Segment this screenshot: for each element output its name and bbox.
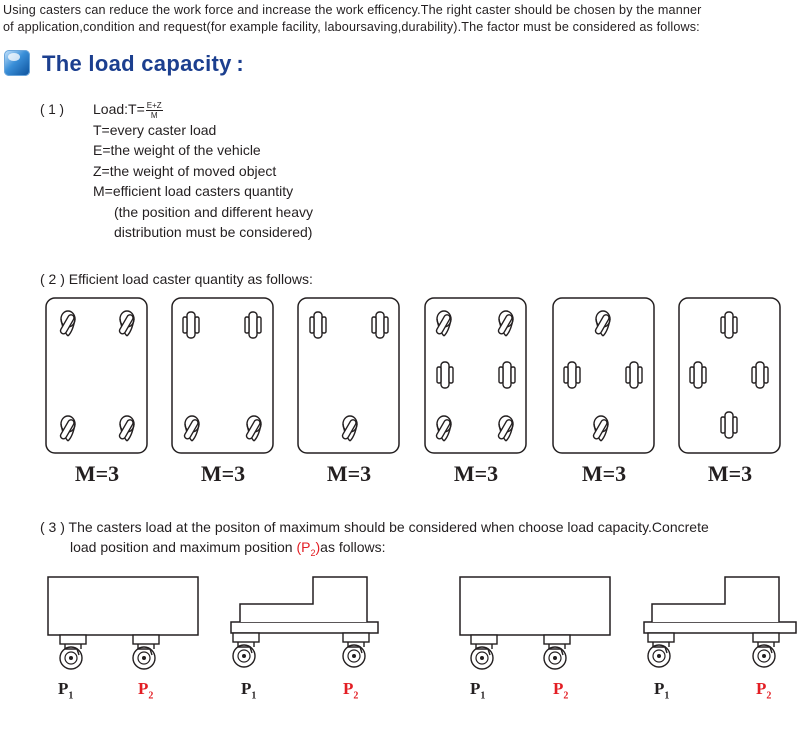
section-3-line-2-prefix: load position and maximum position: [70, 539, 293, 555]
diagram-6-diamond-fixed: [678, 297, 781, 454]
p2-highlight: (P2): [296, 539, 321, 558]
diagram-2-fixed-and-swivel: [171, 297, 274, 454]
diagram-5-label: M=3: [581, 461, 627, 486]
diagram-2-label: M=3: [200, 461, 246, 486]
section-3-text: ( 3 ) The casters load at the positon of…: [40, 517, 709, 563]
definition-t: T=every caster load: [93, 121, 217, 138]
diagram-4-six-casters: [424, 297, 527, 454]
section-1-number: ( 1 ): [40, 102, 65, 117]
cart-4-p1-label: P1: [654, 679, 670, 702]
formula-prefix: Load:T=: [93, 101, 145, 117]
diagram-3-label: M=3: [326, 461, 372, 486]
definition-e: E=the weight of the vehicle: [93, 142, 261, 158]
intro-paragraph: Using casters can reduce the work force …: [3, 2, 702, 36]
cart-4-p2-label: P2: [756, 679, 772, 702]
p2-close: ): [315, 539, 321, 555]
section-3-line-2: load position and maximum position (P2)a…: [40, 537, 709, 563]
diagram-4-label: M=3: [453, 461, 499, 486]
cart-1-p2-label: P2: [138, 679, 154, 702]
cart-1-plain-box: [47, 576, 199, 670]
diagram-3-two-fixed-one-swivel: [297, 297, 400, 454]
diagram-6-label: M=3: [707, 461, 753, 486]
cart-1-p1-label: P1: [58, 679, 74, 702]
p2-text: (P: [296, 539, 311, 555]
formula-numerator: E+Z: [145, 100, 163, 111]
section-3-line-2-suffix: as follows:: [320, 539, 386, 555]
cart-2-stepped-load: [230, 576, 379, 668]
intro-line-1: Using casters can reduce the work force …: [3, 3, 702, 17]
section-2-title: ( 2 ) Efficient load caster quantity as …: [40, 271, 313, 287]
cart-3-p1-label: P1: [470, 679, 486, 702]
blue-square-bullet-icon: [4, 50, 30, 76]
cart-2-p2-label: P2: [343, 679, 359, 702]
cart-3-p2-label: P2: [553, 679, 569, 702]
definition-z: Z=the weight of moved object: [93, 162, 277, 179]
diagram-1-label: M=3: [74, 461, 120, 486]
diagram-1-four-swivel: [45, 297, 148, 454]
section-heading: The load capacity :: [42, 51, 245, 76]
cart-3-plain-box: [459, 576, 611, 670]
cart-2-p1-label: P1: [241, 679, 257, 702]
p2-sub: 2: [310, 547, 316, 558]
cart-4-stepped-load: [643, 576, 797, 668]
section-3-line-1: ( 3 ) The casters load at the positon of…: [40, 519, 709, 535]
note-line-2: distribution must be considered): [114, 224, 313, 240]
formula-denominator: M: [150, 110, 158, 120]
definition-m: M=efficient load casters quantity: [93, 183, 294, 199]
diagram-5-diamond: [552, 297, 655, 454]
note-line-1: (the position and different heavy: [114, 203, 313, 220]
intro-line-2: of application,condition and request(for…: [3, 20, 700, 34]
